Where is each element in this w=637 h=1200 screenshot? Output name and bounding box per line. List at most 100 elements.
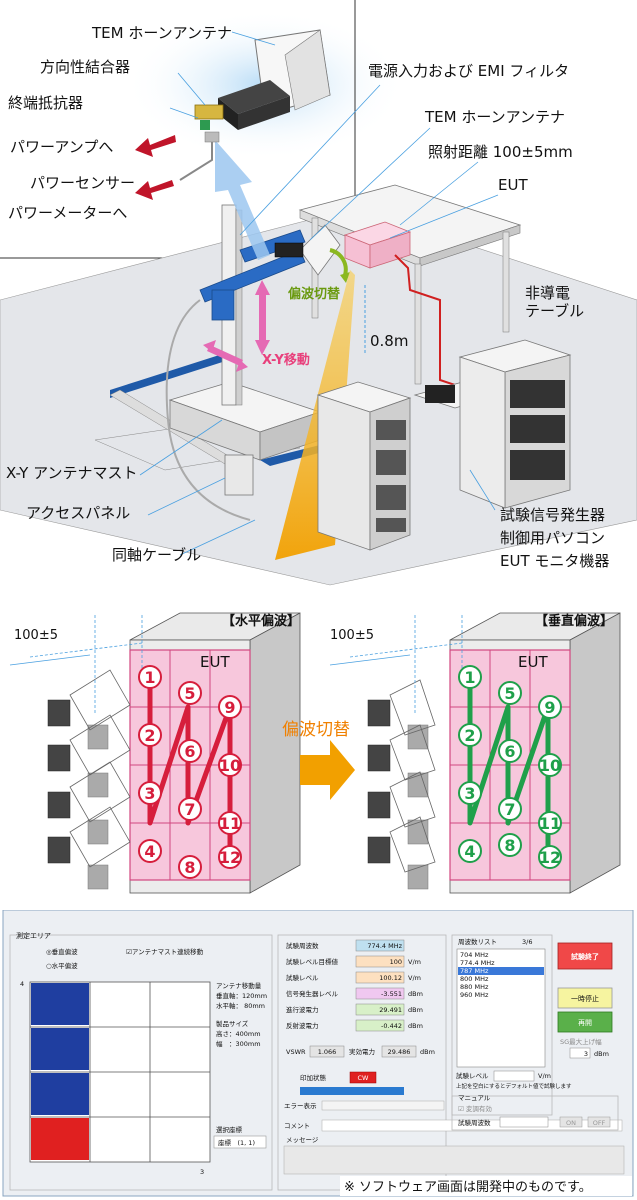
circle-2-right: 2 <box>464 726 475 745</box>
reading-label: 試験周波数 <box>286 941 319 950</box>
reading-label: 試験レベル <box>286 973 319 982</box>
sg-value[interactable]: 3 <box>584 1050 588 1058</box>
circle-1-right: 1 <box>464 668 475 687</box>
eff-label: 実効電力 <box>349 1047 375 1056</box>
apply-label: 印加状態 <box>300 1073 327 1082</box>
system-diagram: TEM ホーンアンテナ 方向性結合器 終端抵抗器 パワーアンプへ パワーセンサー… <box>0 0 637 586</box>
on-button-label: ON <box>566 1119 576 1127</box>
on-button[interactable] <box>559 1116 583 1128</box>
circle-12-right: 12 <box>539 848 561 867</box>
reading-value: 100 <box>390 958 402 966</box>
vswr-label: VSWR <box>286 1048 306 1056</box>
freq-item[interactable]: 800 MHz <box>460 975 489 983</box>
circle-6-right: 6 <box>504 742 515 761</box>
circle-9-right: 9 <box>544 698 555 717</box>
reading-label: 進行波電力 <box>286 1005 319 1014</box>
label-non-conductive-2: テーブル <box>525 302 584 320</box>
label-antenna-mast: X-Y アンテナマスト <box>6 464 138 482</box>
circle-7-right: 7 <box>504 800 515 819</box>
off-button[interactable] <box>587 1116 611 1128</box>
info-horiz: 水平軸： 80mm <box>216 1001 265 1010</box>
reading-value: 100.12 <box>379 974 402 982</box>
info-width: 幅 ：300mm <box>216 1039 261 1048</box>
label-equip-3: EUT モニタ機器 <box>500 552 609 570</box>
dev-note: ※ ソフトウェア画面は開発中のものです。 <box>344 1180 592 1195</box>
label-power-input: 電源入力および EMI フィルタ <box>368 62 569 80</box>
end-test-button[interactable] <box>557 942 613 970</box>
reading-label: 反射波電力 <box>286 1021 319 1030</box>
measure-grid[interactable] <box>29 981 211 1163</box>
reading-unit: dBm <box>408 1006 423 1014</box>
label-xy-move: X-Y移動 <box>262 352 310 368</box>
freq-list-count: 3/6 <box>522 938 532 946</box>
radio-horizontal[interactable]: ○水平偏波 <box>46 961 78 970</box>
polarization-diagram: 100±5 【水平偏波】 EUT 1 2 3 4 5 6 7 8 9 10 11… <box>9 612 621 894</box>
circle-3-right: 3 <box>464 784 475 803</box>
manual-freq-input[interactable] <box>499 1116 549 1128</box>
circles-left: 1 2 3 4 5 6 7 8 9 10 11 12 <box>138 665 242 879</box>
label-eut: EUT <box>498 176 528 194</box>
level-label: 試験レベル <box>456 1071 489 1080</box>
manual-freq: 試験周波数 <box>458 1118 491 1127</box>
label-polarization-switch: 偏波切替 <box>288 286 341 302</box>
reading-unit: dBm <box>408 990 423 998</box>
level-note: 上記を空白にするとデフォルト値で試験します <box>456 1082 572 1090</box>
title-horizontal: 【水平偏波】 <box>222 613 300 629</box>
distance-left: 100±5 <box>14 628 58 643</box>
circle-10-left: 10 <box>219 756 241 775</box>
eff-value: 29.486 <box>388 1048 411 1056</box>
circle-10-right: 10 <box>539 756 561 775</box>
error-label: エラー表示 <box>284 1101 317 1110</box>
label-term-resistor: 終端抵抗器 <box>8 94 83 112</box>
radio-vertical[interactable]: ◎垂直偏波 <box>46 947 78 956</box>
circle-7-left: 7 <box>184 800 195 819</box>
reading-rows: 試験周波数 774.4 MHz 試験レベル目標値 100 V/m 試験レベル 1… <box>286 939 423 1032</box>
label-distance: 照射距離 100±5mm <box>428 143 573 161</box>
label-to-power-amp: パワーアンプへ <box>10 138 113 156</box>
circle-11-right: 11 <box>539 814 561 833</box>
level-input[interactable] <box>493 1070 535 1082</box>
label-switch: 偏波切替 <box>282 720 350 740</box>
comment-label: コメント <box>284 1122 310 1130</box>
reading-unit: dBm <box>408 1022 423 1030</box>
axis-bottom-label: 3 <box>200 1168 204 1176</box>
freq-item[interactable]: 787 MHz <box>460 967 489 975</box>
sg-check[interactable]: SG最大上げ幅 <box>560 1037 602 1046</box>
eut-right: EUT <box>518 653 548 671</box>
end-test-label: 試験終了 <box>571 952 599 961</box>
comment-input[interactable] <box>321 1119 623 1132</box>
freq-item[interactable]: 774.4 MHz <box>460 959 495 967</box>
freq-selected-highlight <box>458 967 544 975</box>
manual-check[interactable]: ☑ 変調有効 <box>458 1104 492 1113</box>
label-tem-horn-1: TEM ホーンアンテナ <box>91 24 232 42</box>
info-size: 製品サイズ <box>216 1019 249 1028</box>
freq-list-title: 周波数リスト <box>458 937 497 946</box>
circle-4-left: 4 <box>144 842 155 861</box>
resume-label: 再開 <box>578 1019 592 1027</box>
label-power-sensor: パワーセンサー <box>30 174 135 192</box>
freq-item[interactable]: 880 MHz <box>460 983 489 991</box>
axis-top-label: 4 <box>20 980 24 988</box>
circle-8-right: 8 <box>504 836 515 855</box>
pause-button[interactable] <box>557 987 613 1009</box>
info-coord: 座標 (1, 1) <box>218 1138 255 1147</box>
circle-6-left: 6 <box>184 742 195 761</box>
freq-listbox[interactable]: 704 MHz 774.4 MHz 787 MHz 800 MHz 880 MH… <box>456 948 546 1068</box>
message-label: メッセージ <box>286 1136 319 1144</box>
info-vert: 垂直軸：120mm <box>216 991 267 1000</box>
freq-item[interactable]: 704 MHz <box>460 951 489 959</box>
resume-button[interactable] <box>557 1011 613 1033</box>
freq-item[interactable]: 960 MHz <box>460 991 489 999</box>
circle-8-left: 8 <box>184 858 195 877</box>
reading-label: 試験レベル目標値 <box>286 957 339 966</box>
label-dir-coupler: 方向性結合器 <box>40 58 130 76</box>
off-button-label: OFF <box>593 1119 606 1127</box>
checkbox-mast-move[interactable]: ☑アンテナマスト連続移動 <box>126 947 204 956</box>
info-select: 選択座標 <box>216 1125 243 1134</box>
label-non-conductive-1: 非導電 <box>525 284 570 302</box>
manual-title: マニュアル <box>458 1094 491 1102</box>
circle-1-left: 1 <box>144 668 155 687</box>
circle-11-left: 11 <box>219 814 241 833</box>
circle-4-right: 4 <box>464 842 475 861</box>
circle-9-left: 9 <box>224 698 235 717</box>
